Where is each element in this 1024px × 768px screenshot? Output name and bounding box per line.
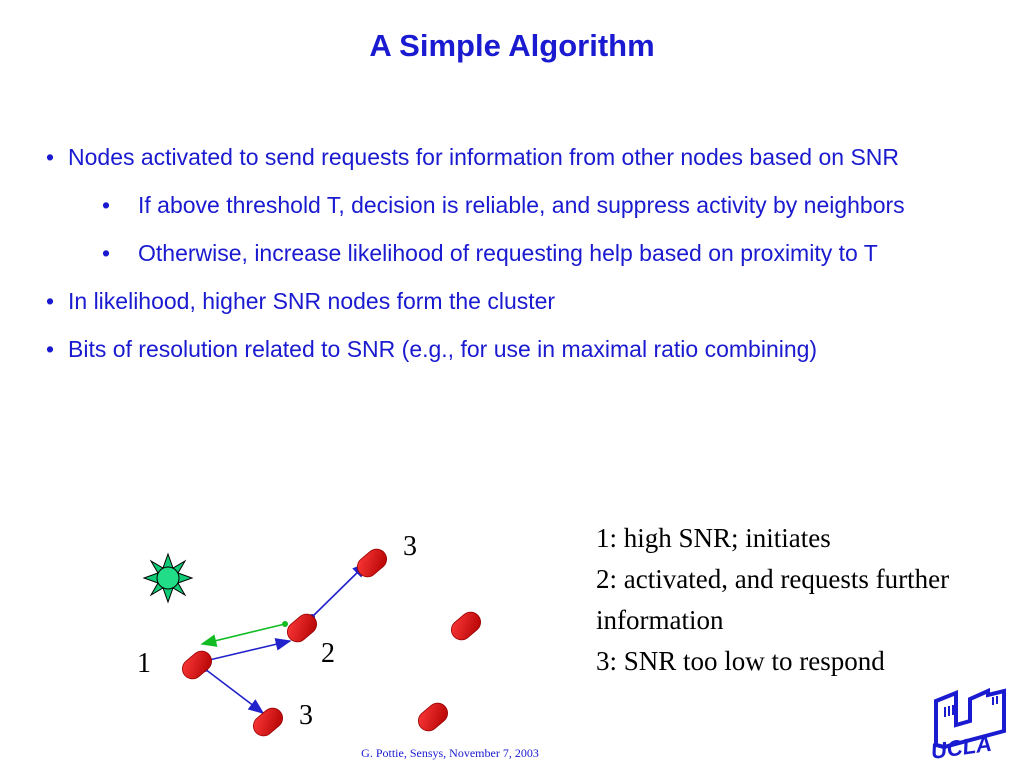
bullet-glyph: • — [102, 192, 111, 218]
legend-line: 3: SNR too low to respond — [596, 646, 885, 676]
sub-bullet-item: • Otherwise, increase likelihood of requ… — [46, 236, 976, 270]
star-burst-icon — [142, 552, 194, 604]
request-arrow-to-3-top — [311, 561, 369, 618]
legend-line: 1: high SNR; initiates — [596, 523, 831, 553]
sub-bullet-text: Otherwise, increase likelihood of reques… — [138, 240, 878, 266]
bullet-glyph: • — [46, 144, 55, 170]
node-1 — [182, 650, 212, 680]
request-arrow-to-3-bottom — [204, 668, 265, 714]
bullet-glyph: • — [46, 336, 55, 362]
node-2 — [287, 613, 317, 643]
green-dot — [282, 621, 288, 627]
bullet-glyph: • — [46, 288, 55, 314]
bullet-glyph: • — [102, 240, 111, 266]
ucla-logo-icon: UCLA — [929, 687, 1006, 764]
node-3-top — [357, 548, 387, 578]
request-arrow-to-2 — [204, 638, 292, 662]
bullet-item: • Bits of resolution related to SNR (e.g… — [46, 332, 976, 366]
node-diagram-svg — [142, 548, 481, 737]
sub-bullet-item: • If above threshold T, decision is reli… — [46, 188, 976, 222]
footer-credit: G. Pottie, Sensys, November 7, 2003 — [361, 746, 539, 760]
reply-arrow-to-1 — [200, 623, 286, 647]
bullet-text: Bits of resolution related to SNR (e.g.,… — [68, 336, 818, 362]
node-label-3-top: 3 — [403, 531, 417, 562]
sub-bullet-text: If above threshold T, decision is reliab… — [138, 192, 905, 218]
node-label-3-bottom: 3 — [299, 700, 313, 731]
bullet-item: • In likelihood, higher SNR nodes form t… — [46, 284, 976, 318]
svg-text:UCLA: UCLA — [930, 731, 993, 763]
node-label-2: 2 — [321, 638, 335, 669]
bullet-list: • Nodes activated to send requests for i… — [46, 140, 976, 380]
node-idle — [451, 611, 481, 641]
ucla-logo: UCLA — [929, 685, 1010, 768]
bullet-item: • Nodes activated to send requests for i… — [46, 140, 976, 174]
bullet-text: Nodes activated to send requests for inf… — [68, 144, 900, 170]
node-diagram: 1 2 3 3 — [120, 520, 500, 755]
legend-line: 2: activated, and requests further infor… — [596, 564, 950, 635]
node-label-1: 1 — [137, 648, 151, 679]
slide-title: A Simple Algorithm — [369, 28, 655, 63]
node-idle — [418, 702, 448, 732]
node-3-bottom — [253, 707, 283, 737]
legend: 1: high SNR; initiates 2: activated, and… — [596, 518, 976, 682]
bullet-text: In likelihood, higher SNR nodes form the… — [68, 288, 556, 314]
